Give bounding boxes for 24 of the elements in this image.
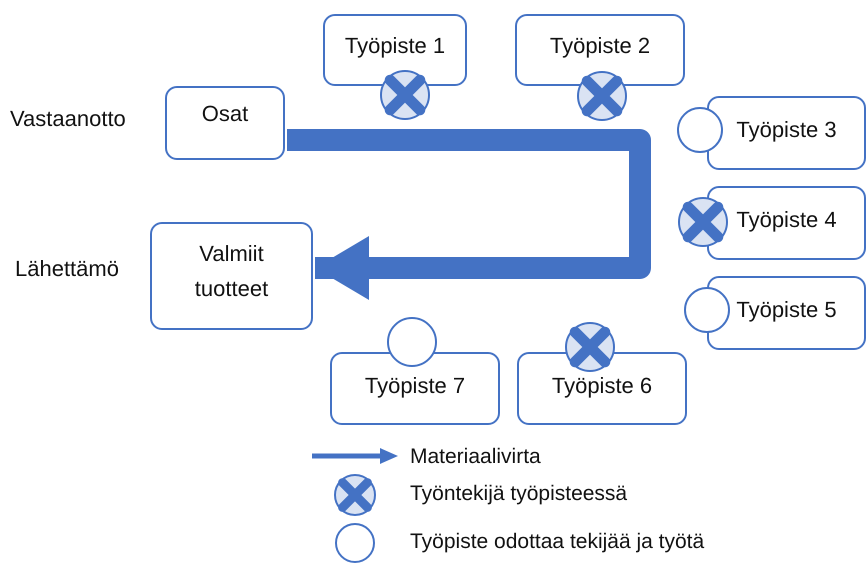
workstation-box bbox=[515, 14, 685, 86]
workstation-box bbox=[707, 96, 866, 170]
legend-text: Materiaalivirta bbox=[410, 445, 541, 469]
area-label: Lähettämö bbox=[15, 256, 119, 282]
box-label: Työpiste 5 bbox=[736, 296, 837, 324]
box-label: Osat bbox=[202, 100, 248, 128]
box-label: Työpiste 3 bbox=[736, 116, 837, 144]
box-label: Työpiste 2 bbox=[550, 32, 650, 60]
workstation-box bbox=[165, 86, 285, 160]
legend-text: Työntekijä työpisteessä bbox=[410, 482, 628, 506]
box-label: Työpiste 7 bbox=[364, 372, 466, 400]
box-label: Valmiit tuotteet bbox=[194, 240, 270, 304]
workstation-box bbox=[150, 222, 313, 330]
workstation-box bbox=[330, 352, 500, 425]
area-label: Vastaanotto bbox=[10, 106, 126, 132]
box-label: Työpiste 6 bbox=[552, 372, 652, 400]
box-label: Työpiste 1 bbox=[344, 32, 446, 60]
workstation-box bbox=[707, 276, 866, 350]
workstation-box bbox=[323, 14, 467, 86]
workstation-box bbox=[517, 352, 687, 425]
box-label: Työpiste 4 bbox=[736, 206, 837, 234]
workstation-box bbox=[707, 186, 866, 260]
legend-text: Työpiste odottaa tekijää ja työtä bbox=[410, 530, 704, 554]
flow-arrow bbox=[287, 129, 651, 300]
